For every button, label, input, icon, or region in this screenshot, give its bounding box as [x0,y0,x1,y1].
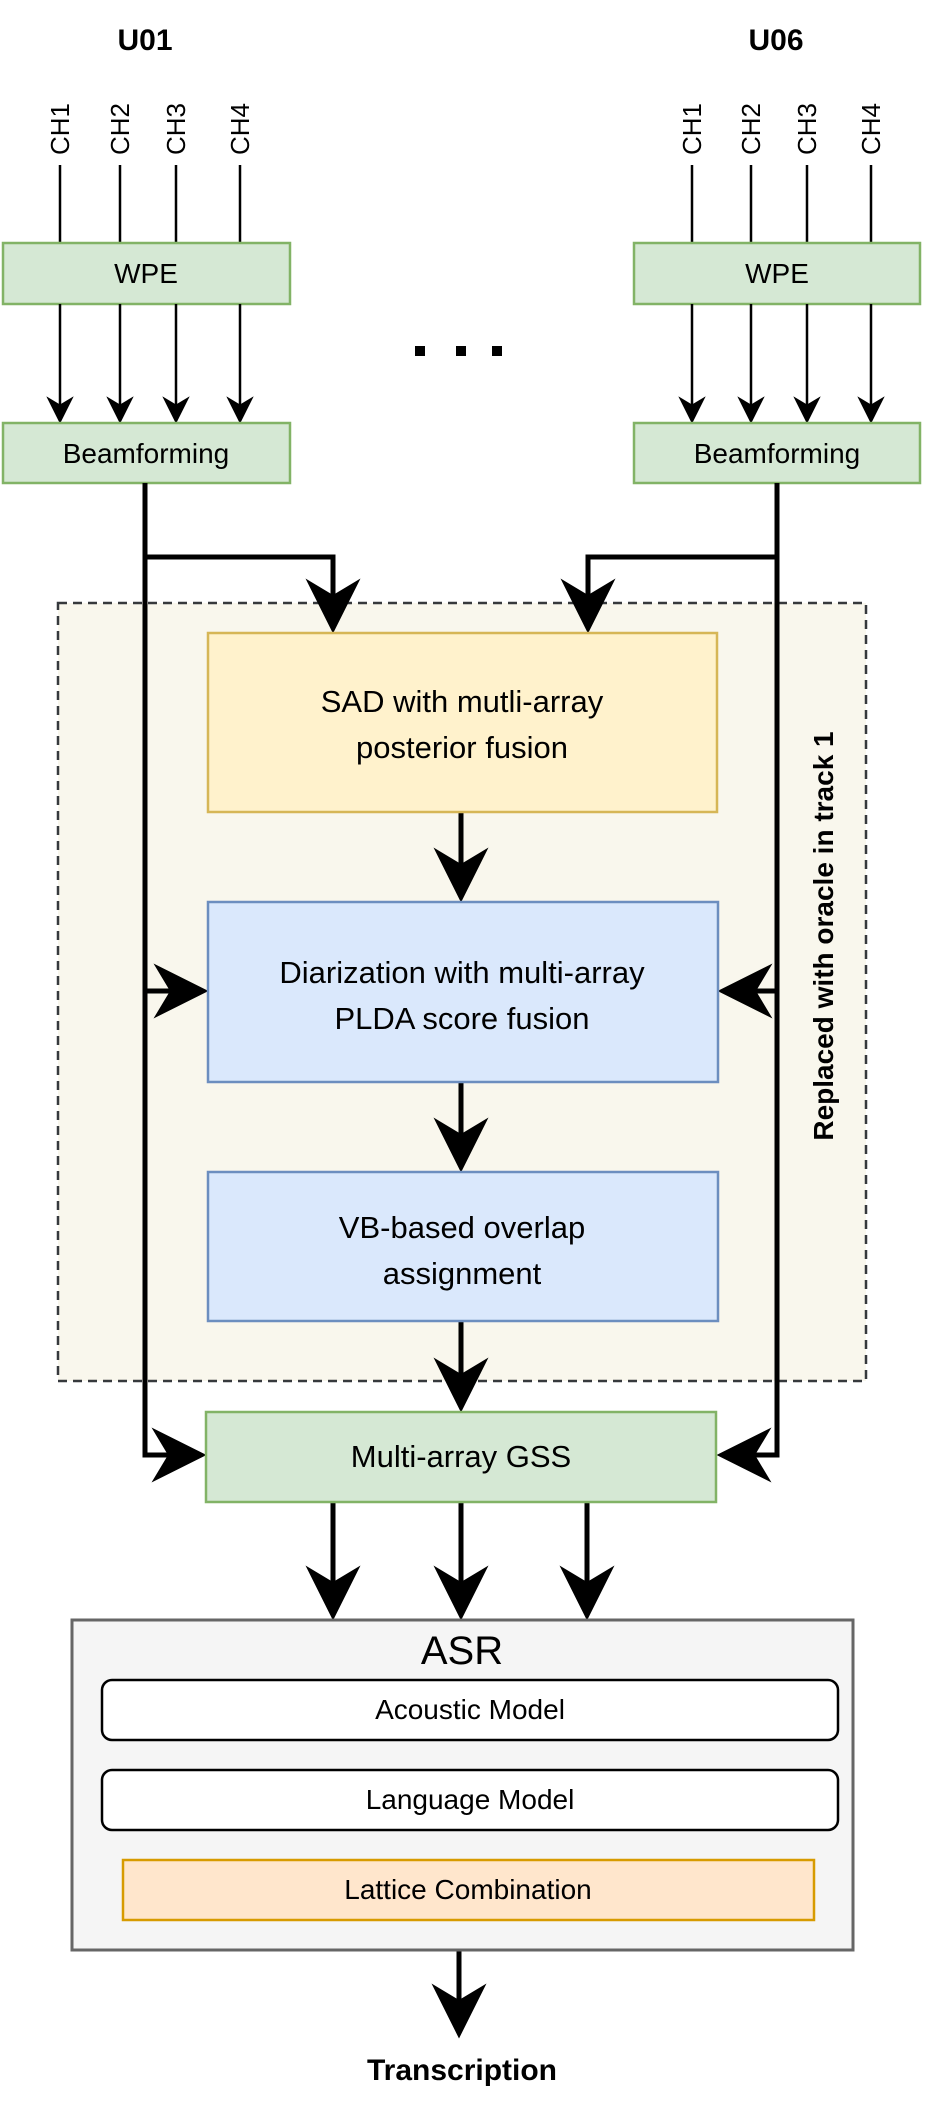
dot [456,346,466,356]
wpe-box [632,241,922,306]
dot [492,346,502,356]
array-title: U06 [748,24,803,57]
channel-labels: CH1 CH2 CH3 CH4 [677,103,886,155]
channel-labels: CH1 CH2 CH3 CH4 [45,103,255,155]
sad-label-line2: posterior fusion [356,730,568,765]
gss-box [204,1410,718,1504]
channel-label: CH2 [105,103,135,155]
beamforming-label: Beamforming [694,438,861,469]
language-model-label: Language Model [366,1784,575,1815]
vb-overlap-box [206,1170,720,1323]
channel-label: CH2 [736,103,766,155]
lattice-combination-label: Lattice Combination [344,1874,591,1905]
diarization-label-line2: PLDA score fusion [334,1001,589,1036]
array-u06: U06 CH1 CH2 CH3 CH4 WPE Beamforming [632,24,922,485]
array-title: U01 [117,24,172,57]
array-u01: U01 CH1 CH2 CH3 CH4 WPE Beamforming [1,24,292,485]
oracle-group-label: Replaced with oracle in track 1 [808,731,839,1140]
wpe-box [1,241,292,306]
channel-label: CH3 [792,103,822,155]
sad-label-line1: SAD with mutli-array [321,684,604,719]
wpe-label: WPE [745,258,809,289]
channel-label: CH4 [856,103,886,155]
right-branch-to-sad [560,554,777,634]
transcription-label: Transcription [367,2054,557,2087]
lattice-combination-box [121,1858,816,1922]
channel-lines [58,165,242,243]
wpe-outputs [46,304,254,424]
channel-label: CH1 [45,103,75,155]
asr-title: ASR [421,1629,503,1673]
channel-label: CH1 [677,103,707,155]
acoustic-model-label: Acoustic Model [375,1694,565,1725]
diarization-label-line1: Diarization with multi-array [279,955,645,990]
left-trunk-to-gss [142,483,207,1483]
gss-label: Multi-array GSS [351,1439,571,1474]
channel-label: CH4 [225,103,255,155]
beamforming-box [632,421,922,485]
channel-lines [690,165,873,243]
connectors [142,483,780,2039]
channel-label: CH3 [161,103,191,155]
right-trunk-to-gss [716,483,780,1483]
wpe-outputs [678,304,885,424]
dot [415,346,425,356]
vb-label-line2: assignment [383,1256,542,1291]
vb-label-line1: VB-based overlap [339,1210,585,1245]
wpe-label: WPE [114,258,178,289]
ellipsis-dots [415,346,502,356]
left-branch-to-sad [145,554,361,634]
acoustic-model-box [100,1678,840,1742]
sad-box [206,631,719,814]
diarization-box [206,900,720,1084]
beamforming-label: Beamforming [63,438,230,469]
language-model-box [100,1768,840,1832]
